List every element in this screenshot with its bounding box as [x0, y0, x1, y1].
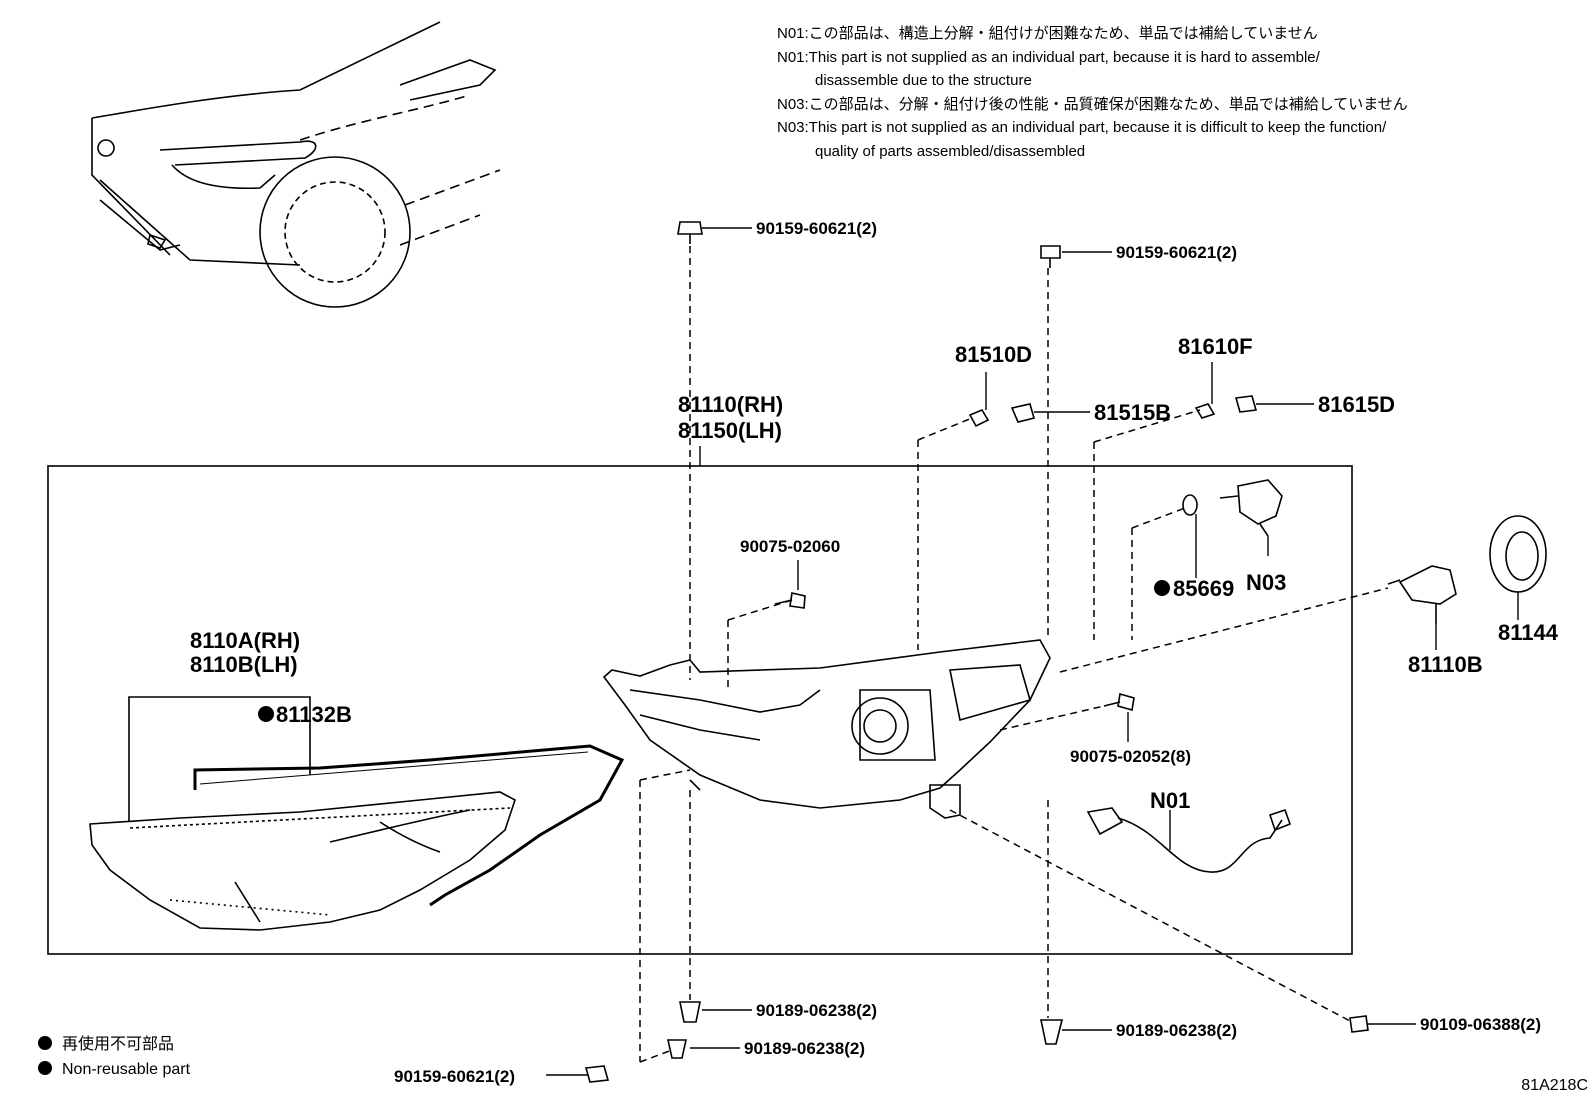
label-85669: 85669: [1173, 576, 1234, 601]
vehicle-sketch: [91, 21, 501, 308]
cover-81144: [1489, 515, 1547, 593]
note-n03-jp: N03:この部品は、分解・組付け後の性能・品質確保が困難なため、単品では補給して…: [777, 95, 1408, 113]
label-81510d: 81510D: [955, 342, 1032, 367]
bulb-81110b: [1387, 565, 1457, 624]
gasket-85669: [1182, 494, 1198, 516]
label-assy-rh: 81110(RH): [678, 392, 783, 417]
note-n03-en-cont: quality of parts assembled/disassembled: [815, 142, 1086, 160]
headlamp-lens: [89, 791, 516, 931]
label-81610f: 81610F: [1178, 334, 1253, 359]
non-reusable-dot-icon: [38, 1036, 52, 1050]
label-81110b: 81110B: [1408, 652, 1483, 677]
legend-jp: 再使用不可部品: [38, 1032, 190, 1057]
actuator-n03: [1219, 479, 1283, 537]
fasteners: [584, 221, 1369, 1083]
label-90075-02052: 90075-02052(8): [1070, 747, 1191, 766]
label-bolt-top-left: 90159-60621(2): [756, 219, 877, 238]
label-81515b: 81515B: [1094, 400, 1171, 425]
label-90075-02060: 90075-02060: [740, 537, 840, 556]
label-n01: N01: [1150, 788, 1190, 813]
label-90109-06388: 90109-06388(2): [1420, 1015, 1541, 1034]
notes-block: N01:この部品は、構造上分解・組付けが困難なため、単品では補給していません N…: [777, 22, 1577, 163]
label-bolt-top-right: 90159-60621(2): [1116, 243, 1237, 262]
label-81144: 81144: [1498, 620, 1559, 645]
label-81615d: 81615D: [1318, 392, 1395, 417]
label-bolt-bottom-left: 90159-60621(2): [394, 1067, 515, 1086]
note-n01-en: N01:This part is not supplied as an indi…: [777, 48, 1320, 66]
non-reusable-dot-81132b: [258, 706, 274, 722]
label-lens-lh: 8110B(LH): [190, 652, 298, 677]
seal-gasket: [193, 744, 625, 907]
assembly-frame: [47, 465, 1353, 955]
note-n01-en-cont: disassemble due to the structure: [815, 72, 1032, 89]
solid-leaders: [546, 227, 1519, 1076]
headlamp-housing: [602, 639, 1051, 819]
legend: 再使用不可部品 Non-reusable part: [38, 1032, 190, 1082]
label-n03: N03: [1246, 570, 1286, 595]
note-n01-jp: N01:この部品は、構造上分解・組付けが困難なため、単品では補給していません: [777, 25, 1318, 42]
wiring-harness: [1086, 807, 1292, 873]
label-clip-bottom-right: 90189-06238(2): [1116, 1021, 1237, 1040]
label-81132b: 81132B: [276, 702, 352, 727]
small-sockets: [968, 395, 1258, 428]
label-clip-bottom-left: 90189-06238(2): [756, 1001, 877, 1020]
non-reusable-dot-icon: [38, 1061, 52, 1075]
label-clip-bottom-mid: 90189-06238(2): [744, 1039, 865, 1058]
leader-lines: [639, 246, 1389, 1063]
legend-en: Non-reusable part: [38, 1057, 190, 1082]
note-n03-en: N03:This part is not supplied as an indi…: [777, 119, 1387, 136]
non-reusable-dot-85669: [1154, 580, 1170, 596]
label-assy-lh: 81150(LH): [678, 418, 782, 443]
diagram-code: 81A218C: [1521, 1077, 1588, 1094]
label-lens-rh: 8110A(RH): [190, 628, 300, 653]
